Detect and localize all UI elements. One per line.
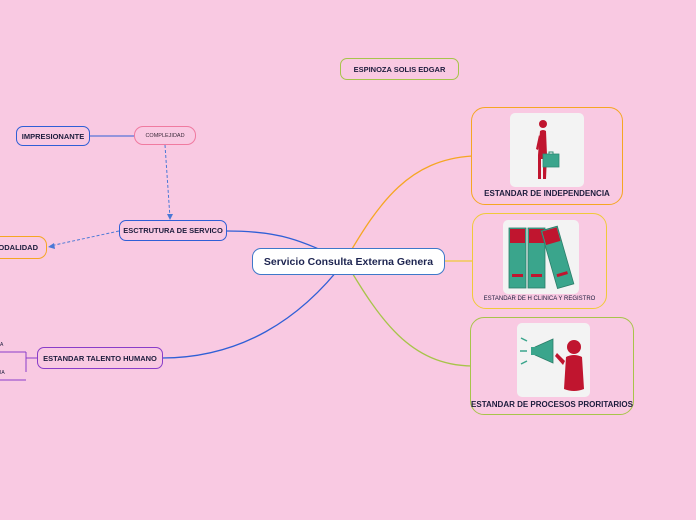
node-talento-sub1[interactable]: A [0, 342, 4, 348]
author-tag[interactable]: ESPINOZA SOLIS EDGAR [340, 58, 459, 80]
node-estructura[interactable]: ESCTRUTURA DE SERVICO [119, 220, 227, 241]
link-complejidad [164, 144, 171, 219]
node-talento[interactable]: ESTANDAR TALENTO HUMANO [37, 347, 163, 369]
card-procesos-label: ESTANDAR DE PROCESOS PRORITARIOS [471, 400, 633, 409]
link-procesos [344, 260, 473, 367]
card-historia-clinica[interactable]: ESTANDAR DE H CLINICA Y REGISTRO [472, 213, 607, 309]
card-procesos[interactable]: ESTANDAR DE PROCESOS PRORITARIOS [470, 317, 634, 415]
link-talento-sub [25, 352, 37, 372]
node-complejidad[interactable]: COMPLEJIDAD [134, 126, 196, 145]
central-topic[interactable]: Servicio Consulta Externa Genera [252, 248, 445, 275]
link-independencia [344, 155, 473, 262]
card-independencia[interactable]: ESTANDAR DE INDEPENDENCIA [471, 107, 623, 205]
node-talento-sub2[interactable]: IA [0, 370, 5, 376]
link-modalidad [49, 230, 120, 247]
node-impresionante[interactable]: IMPRESIONANTE [16, 126, 90, 146]
link-talento [161, 260, 346, 359]
binders-icon [503, 220, 579, 294]
node-modalidad[interactable]: ODALIDAD [0, 236, 47, 259]
card-independencia-label: ESTANDAR DE INDEPENDENCIA [484, 189, 610, 198]
person-with-briefcase-icon [510, 113, 584, 187]
megaphone-speaker-icon [517, 323, 590, 397]
card-historia-clinica-label: ESTANDAR DE H CLINICA Y REGISTRO [483, 296, 596, 302]
